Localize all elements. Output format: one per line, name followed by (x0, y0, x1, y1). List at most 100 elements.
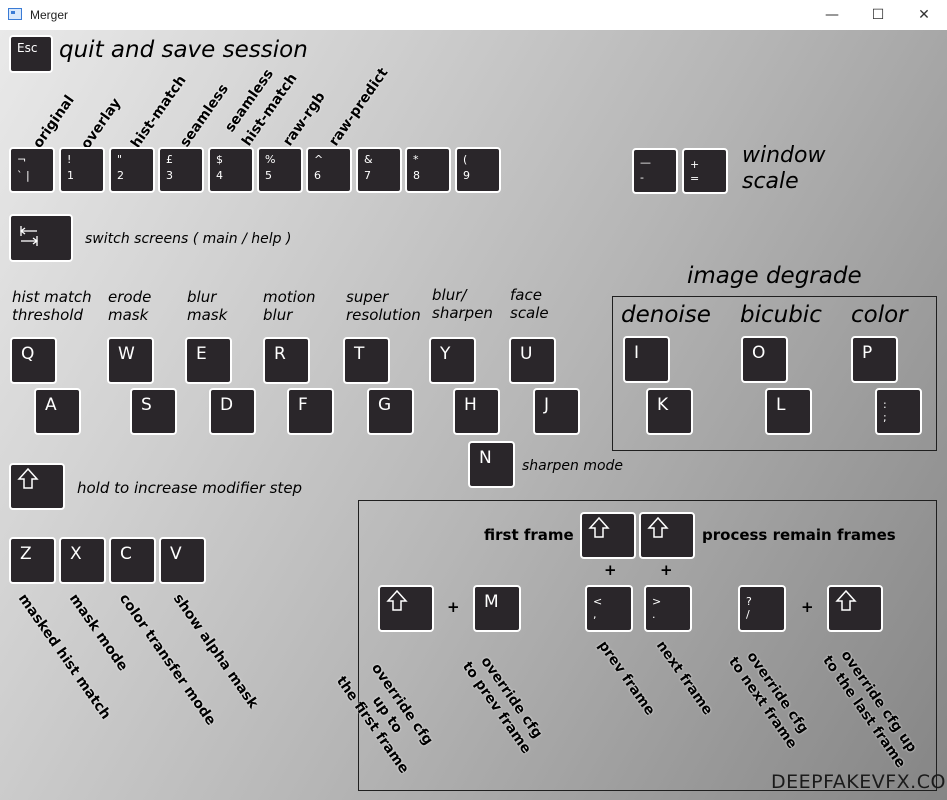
param-label-blur-sharpen: blur/sharpen (432, 286, 493, 322)
key-top-glyph: ? (746, 595, 752, 608)
key-top-glyph: $ (216, 153, 223, 166)
key-top-glyph: ¬ (17, 153, 27, 166)
key-period: > . (644, 585, 692, 632)
key-top-glyph: + (690, 158, 700, 171)
minimize-button[interactable]: — (825, 7, 839, 23)
key-letter: A (45, 395, 57, 415)
key-n: N (468, 441, 515, 488)
param-label-line: motion (263, 288, 316, 306)
modifier-step-label: hold to increase modifier step (77, 479, 303, 497)
key-bottom-glyph: 2 (117, 169, 124, 182)
key-bottom-glyph: , (593, 608, 597, 621)
param-label-line: blur (187, 288, 217, 306)
key-top-glyph: — (640, 156, 651, 169)
shift-arrow-icon (835, 589, 857, 611)
key-bottom-glyph: 4 (216, 169, 223, 182)
plus-sign: + (801, 598, 814, 616)
esc-key: Esc (9, 35, 53, 73)
key-letter: U (520, 344, 533, 364)
key-x: X (59, 537, 106, 584)
mode-label-original: original (30, 92, 78, 152)
shift-key (9, 463, 65, 510)
key-t: T (343, 337, 390, 384)
key-bottom-glyph: / (746, 608, 750, 621)
key-semicolon: : ; (875, 388, 922, 435)
key-6: ^ 6 (306, 147, 352, 193)
tab-label: switch screens ( main / help ) (85, 231, 292, 247)
key-letter: P (862, 343, 873, 363)
key-comma: < , (585, 585, 633, 632)
key-1: ! 1 (59, 147, 105, 193)
key-letter: Y (440, 344, 451, 364)
shift-arrow-icon (647, 516, 669, 538)
key-top-glyph: > (652, 595, 662, 608)
key-p: P (851, 336, 898, 383)
key-letter: V (170, 544, 182, 564)
mode-label-overlay: overlay (78, 95, 125, 153)
key-top-glyph: ^ (314, 153, 324, 166)
key-backtick: ¬ ` | (9, 147, 55, 193)
image-degrade-title: image degrade (687, 263, 862, 289)
key-w: W (107, 337, 154, 384)
key-v: V (159, 537, 206, 584)
key-letter: M (484, 592, 499, 612)
key-c: C (109, 537, 156, 584)
key-4: $ 4 (208, 147, 254, 193)
window-scale-label-1: window (742, 143, 826, 168)
key-r: R (263, 337, 310, 384)
key-u: U (509, 337, 556, 384)
key-letter: X (70, 544, 82, 564)
frame-navigation-panel (358, 500, 937, 791)
key-7: & 7 (356, 147, 402, 193)
key-bottom-glyph: ` | (17, 169, 30, 182)
image-degrade-panel (612, 296, 937, 451)
color-transfer-mode-label: color transfer mode (115, 591, 219, 729)
title-bar: Merger — ☐ ✕ (0, 0, 947, 30)
tab-key (9, 214, 73, 262)
degrade-bicubic-label: bicubic (740, 302, 822, 328)
esc-key-label: Esc (17, 41, 38, 55)
mode-label-seamless: seamless (177, 81, 232, 151)
key-letter: F (298, 395, 308, 415)
key-bottom-glyph: 3 (166, 169, 173, 182)
first-frame-label: first frame (484, 526, 574, 544)
key-8: * 8 (405, 147, 451, 193)
shift-key-override-first (378, 585, 434, 632)
key-top-glyph: < (593, 595, 603, 608)
key-top-glyph: £ (166, 153, 173, 166)
key-letter: T (354, 344, 365, 364)
plus-sign: + (447, 598, 460, 616)
tab-arrows-icon (19, 226, 39, 246)
shift-key-last (639, 512, 695, 559)
key-letter: G (378, 395, 392, 415)
close-button[interactable]: ✕ (918, 7, 930, 23)
key-letter: J (544, 395, 550, 415)
param-label-line: mask (187, 306, 228, 324)
key-top-glyph: & (364, 153, 373, 166)
key-bottom-glyph: = (690, 172, 700, 185)
degrade-color-label: color (851, 302, 908, 328)
sharpen-mode-label: sharpen mode (522, 458, 624, 474)
key-d: D (209, 388, 256, 435)
key-letter: I (634, 343, 640, 363)
maximize-button[interactable]: ☐ (871, 7, 885, 23)
key-e: E (185, 337, 232, 384)
plus-sign: + (660, 561, 673, 579)
key-slash: ? / (738, 585, 786, 632)
app-icon (8, 8, 22, 20)
key-g: G (367, 388, 414, 435)
key-f: F (287, 388, 334, 435)
mode-label-raw-predict: raw-predict (326, 65, 392, 150)
process-remain-label: process remain frames (702, 526, 896, 544)
shift-arrow-icon (588, 516, 610, 538)
key-i: I (623, 336, 670, 383)
key-bottom-glyph: 7 (364, 169, 371, 182)
key-h: H (453, 388, 500, 435)
key-k: K (646, 388, 693, 435)
key-letter: R (274, 344, 286, 364)
help-screen: Esc quit and save session original overl… (0, 30, 947, 800)
degrade-denoise-label: denoise (621, 302, 711, 328)
